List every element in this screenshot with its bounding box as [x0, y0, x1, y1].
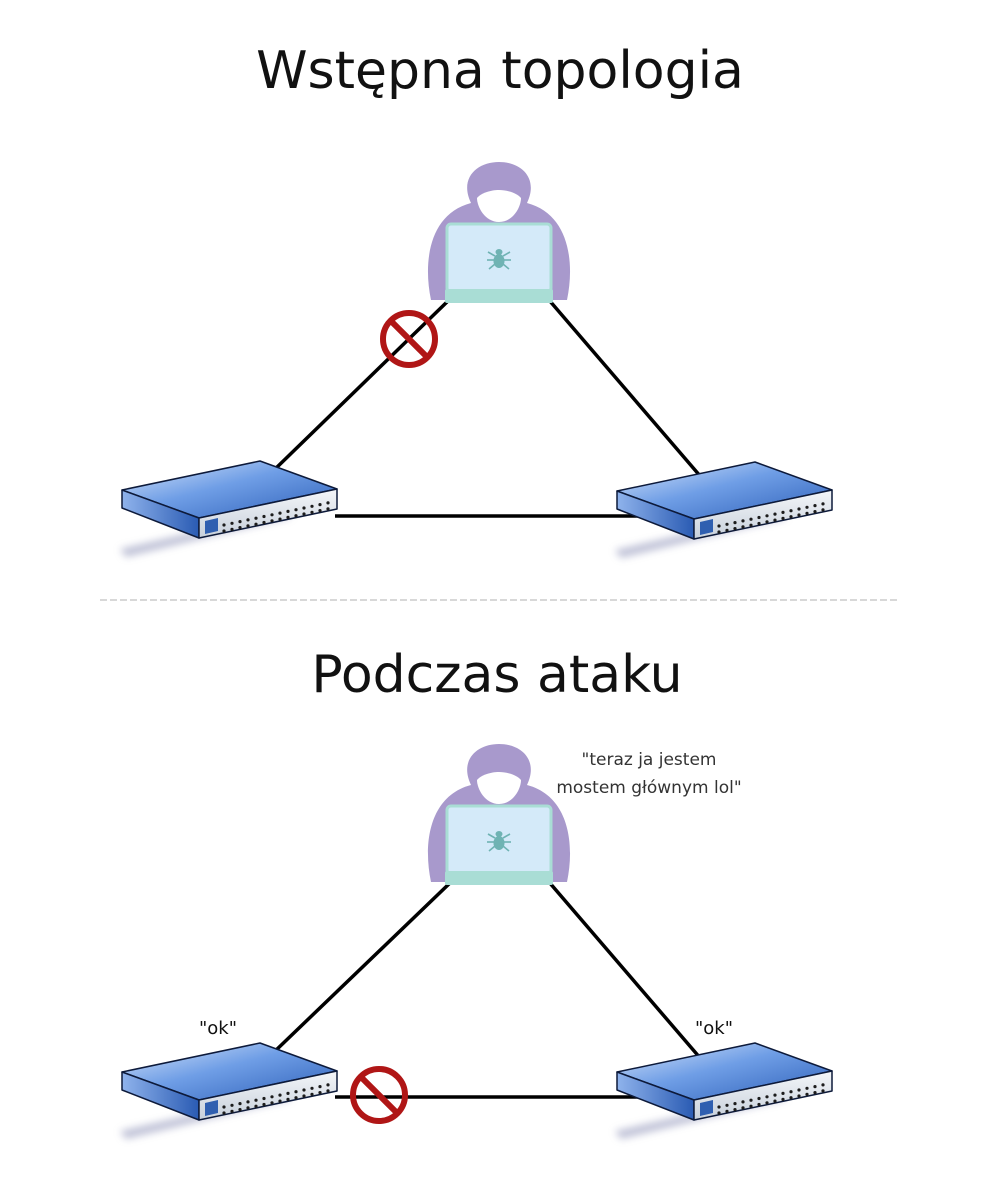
attacker-note-line-1: "teraz ja jestem	[582, 750, 717, 770]
panel-title: Podczas ataku	[311, 645, 682, 705]
switch-icon-left	[120, 461, 337, 557]
attacker-note-line-2: mostem głównym lol"	[556, 778, 741, 798]
link-attacker-left	[270, 298, 451, 474]
panel-title: Wstępna topologia	[256, 41, 744, 101]
left-switch-label: "ok"	[199, 1018, 237, 1039]
switch-icon-right	[615, 462, 832, 558]
switch-icon-left	[120, 1043, 337, 1139]
panel-during-attack: Podczas ataku "teraz ja jestem mostem gł…	[120, 645, 832, 1139]
right-switch-label: "ok"	[695, 1018, 733, 1039]
link-attacker-left	[270, 880, 453, 1056]
hacker-icon	[427, 162, 571, 303]
blocked-icon	[353, 1069, 405, 1121]
link-attacker-right	[547, 298, 709, 486]
hacker-icon	[427, 744, 571, 885]
link-attacker-right	[547, 880, 709, 1068]
blocked-icon	[383, 313, 435, 365]
panel-initial-topology: Wstępna topologia	[120, 41, 832, 558]
switch-icon-right	[615, 1043, 832, 1139]
